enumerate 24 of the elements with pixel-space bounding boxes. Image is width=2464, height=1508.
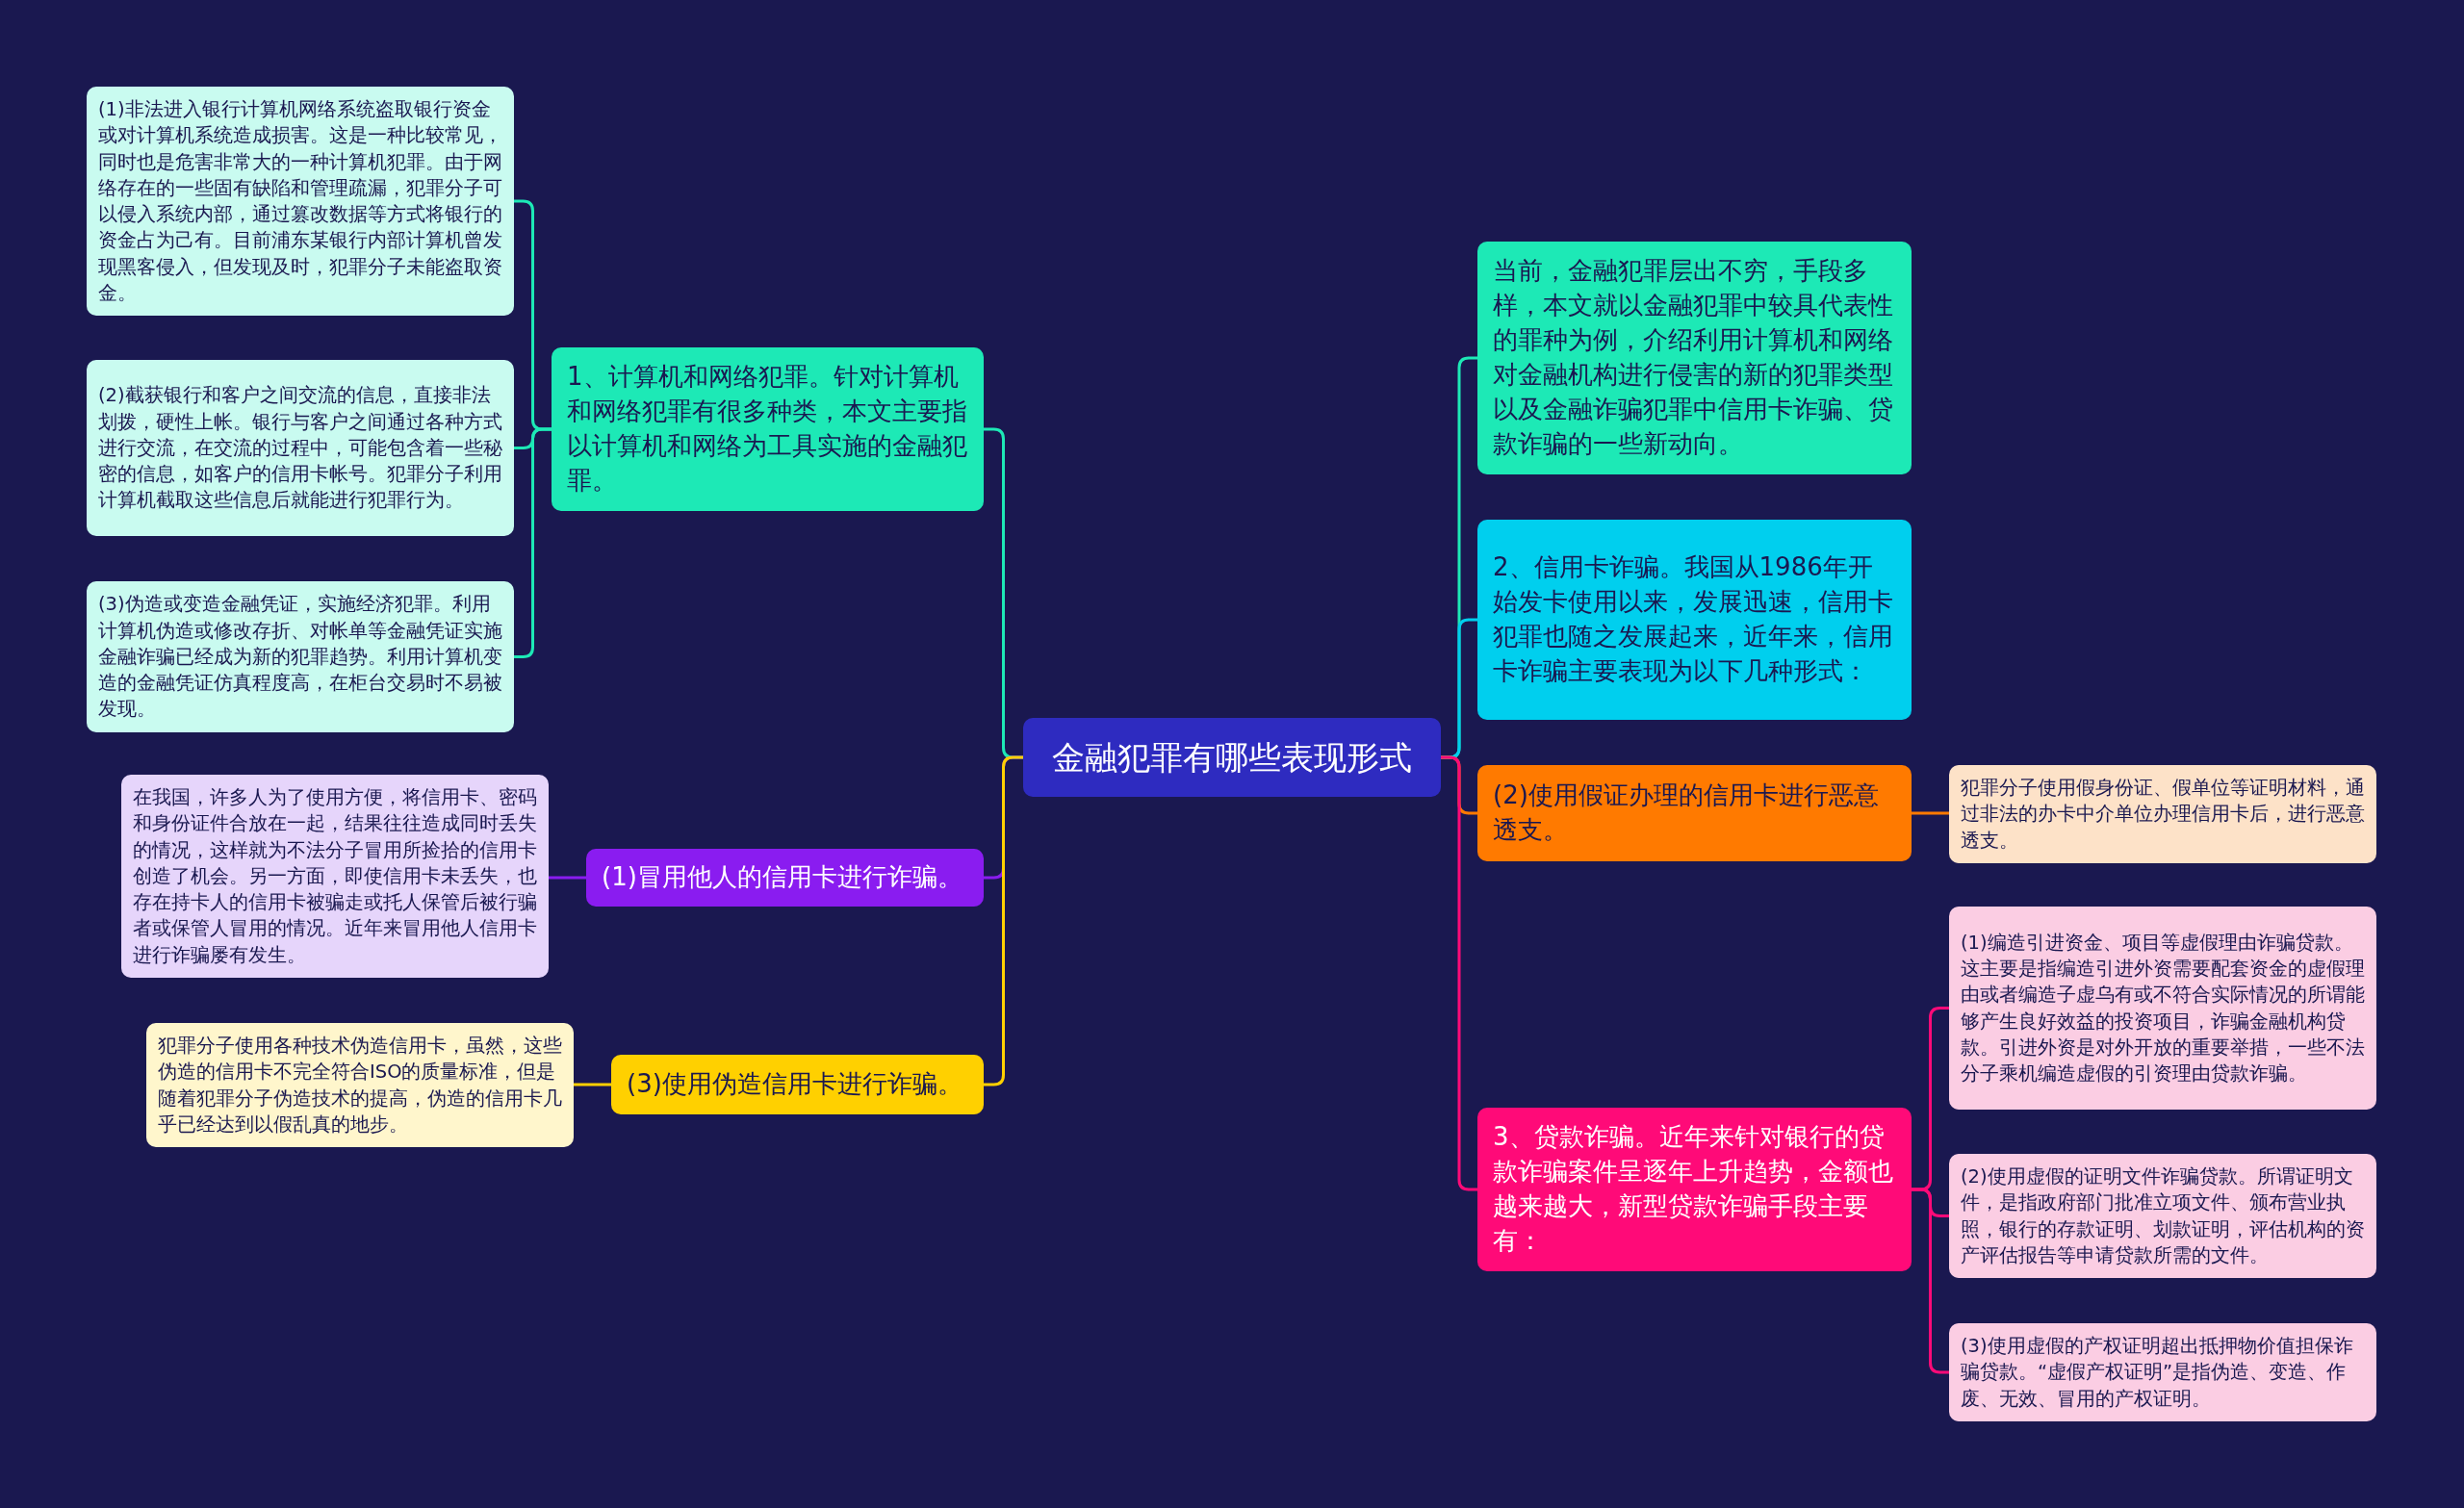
detail-box: (3)使用虚假的产权证明超出抵押物价值担保诈骗贷款。“虚假产权证明”是指伪造、变造、作废、无效、冒用的产权证明。 — [1949, 1323, 2376, 1421]
detail-box: (1)编造引进资金、项目等虚假理由诈骗贷款。这主要是指编造引进外资需要配套资金的虚假理由或者编造子虚乌有或不符合实际情况的所谓能够产生良好效益的投资项目，诈骗金融机构贷款。引进外资是对外开放的重要举措，一些不法分子乘机编造虚假的引资理由贷款诈骗。 — [1949, 907, 2376, 1110]
detail-box: (2)截获银行和客户之间交流的信息，直接非法划拨，硬性上帐。银行与客户之间通过各种方式进行交流，在交流的过程中，可能包含着一些秘密的信息，如客户的信用卡帐号。犯罪分子利用计算机截取这些信息后就能进行犯罪行为。 — [87, 360, 514, 536]
detail-box: (3)伪造或变造金融凭证，实施经济犯罪。利用计算机伪造或修改存折、对帐单等金融凭证实施金融诈骗已经成为新的犯罪趋势。利用计算机变造的金融凭证仿真程度高，在柜台交易时不易被发现。 — [87, 581, 514, 732]
detail-box: 犯罪分子使用各种技术伪造信用卡，虽然，这些伪造的信用卡不完全符合ISO的质量标准，但是随着犯罪分子伪造技术的提高，伪造的信用卡几乎已经达到以假乱真的地步。 — [146, 1023, 574, 1148]
topic-box: 1、计算机和网络犯罪。针对计算机和网络犯罪有很多种类，本文主要指以计算机和网络为工具实施的金融犯罪。 — [552, 347, 984, 511]
detail-box: (1)非法进入银行计算机网络系统盗取银行资金或对计算机系统造成损害。这是一种比较常见，同时也是危害非常大的一种计算机犯罪。由于网络存在的一些固有缺陷和管理疏漏，犯罪分子可以侵入系统内部，通过篡改数据等方式将银行的资金占为己有。目前浦东某银行内部计算机曾发现黑客侵入，但发现及时，犯罪分子未能盗取资金。 — [87, 87, 514, 317]
detail-box: 犯罪分子使用假身份证、假单位等证明材料，通过非法的办卡中介单位办理信用卡后，进行恶意透支。 — [1949, 765, 2376, 863]
connector-line — [574, 1083, 611, 1086]
topic-box: 2、信用卡诈骗。我国从1986年开始发卡使用以来，发展迅速，信用卡犯罪也随之发展起来，近年来，信用卡诈骗主要表现为以下几种形式： — [1477, 520, 1912, 720]
connector-line — [1441, 755, 1477, 1191]
detail-box: (2)使用虚假的证明文件诈骗贷款。所谓证明文件，是指政府部门批准立项文件、颁布营业执照，银行的存款证明、划款证明，评估机构的资产评估报告等申请贷款所需的文件。 — [1949, 1154, 2376, 1279]
root-node: 金融犯罪有哪些表现形式 — [1023, 718, 1441, 797]
detail-box: 在我国，许多人为了使用方便，将信用卡、密码和身份证件合放在一起，结果往往造成同时丢失的情况，这样就为不法分子冒用所捡拾的信用卡创造了机会。另一方面，即使信用卡未丢失，也存在持卡人的信用卡被骗走或托人保管后被行骗者或保管人冒用的情况。近年来冒用他人信用卡进行诈骗屡有发生。 — [121, 775, 549, 979]
topic-box: (2)使用假证办理的信用卡进行恶意透支。 — [1477, 765, 1912, 861]
connector-line — [1912, 1188, 1949, 1374]
connector-line — [549, 876, 586, 880]
topic-box: (1)冒用他人的信用卡进行诈骗。 — [586, 849, 984, 907]
topic-box: (3)使用伪造信用卡进行诈骗。 — [611, 1055, 984, 1114]
topic-box: 当前，金融犯罪层出不穷，手段多样，本文就以金融犯罪中较具代表性的罪种为例，介绍利用计算机和网络对金融机构进行侵害的新的犯罪类型以及金融诈骗犯罪中信用卡诈骗、贷款诈骗的一些新动向。 — [1477, 242, 1912, 474]
connector-line — [1912, 811, 1949, 815]
connector-line — [984, 755, 1023, 1086]
connector-line — [514, 427, 552, 658]
topic-box: 3、贷款诈骗。近年来针对银行的贷款诈骗案件呈逐年上升趋势，金额也越来越大，新型贷款诈骗手段主要有： — [1477, 1108, 1912, 1271]
